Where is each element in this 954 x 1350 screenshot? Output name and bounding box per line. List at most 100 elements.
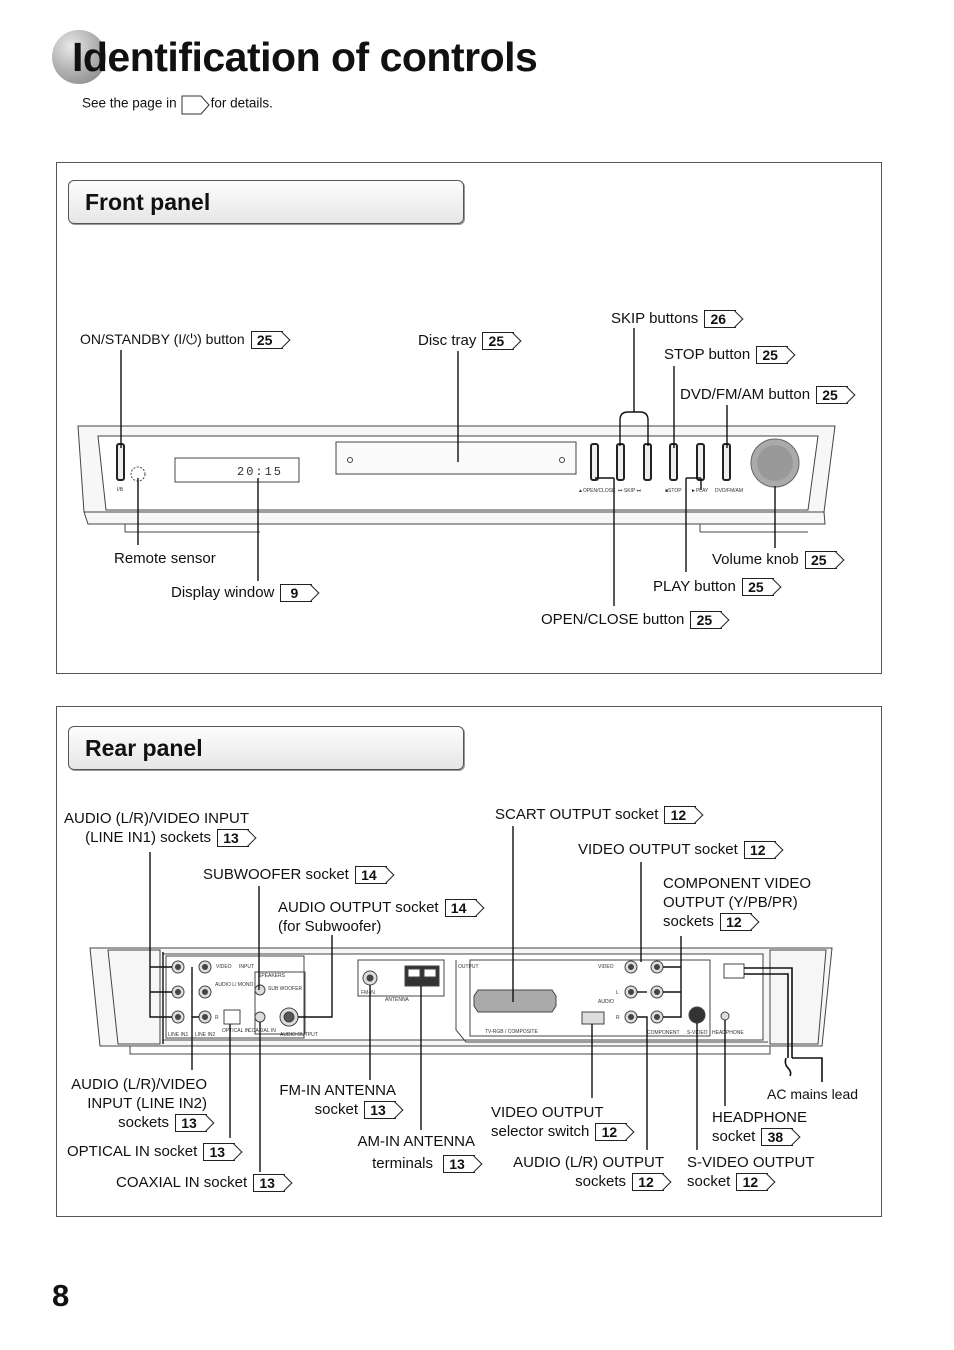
callout-text: Display window [171,584,275,601]
callout-line: sockets [575,1173,626,1190]
ac-cord-icon [744,967,823,1082]
callout-text: SKIP buttons [611,310,699,327]
open-close-device-label: ▲OPEN/CLOSE [578,488,616,494]
callout-line: socket [314,1101,358,1118]
callout-text: STOP button [664,346,751,363]
rear-panel-heading-box: Rear panel [68,726,464,770]
callout-ac-mains: AC mains lead [767,1085,858,1104]
page-ref[interactable]: 13 [253,1174,286,1192]
rear-headphone-label: HEADPHONE [712,1030,744,1036]
callout-text: ON/STANDBY (I/⏻) button [80,331,245,347]
page-ref[interactable]: 13 [443,1155,475,1173]
rear-input-label: INPUT [239,964,254,970]
page-ref[interactable]: 25 [741,578,774,596]
callout-line: OPTICAL IN socket [67,1143,198,1160]
standby-device-label: I/B [117,487,124,493]
page-ref[interactable]: 12 [736,1173,769,1191]
page-ref[interactable]: 14 [354,866,387,884]
callout-line: OUTPUT (Y/PB/PR) [663,894,798,911]
callout-text: Volume knob [712,551,799,568]
skip-device-label: ⏮ SKIP ⏭ [618,488,642,494]
callout-text: OPEN/CLOSE button [541,611,685,628]
rear-audio-output-label: AUDIO OUTPUT [280,1032,318,1038]
page-ref[interactable]: 12 [743,841,776,859]
callout-optical-in: OPTICAL IN socket 13 [67,1142,236,1161]
page-ref[interactable]: 25 [816,386,849,404]
page-ref[interactable]: 9 [280,584,313,602]
callout-line: sockets [663,913,714,930]
rear-coaxial-label: COAXIAL IN [248,1028,276,1034]
callout-video-output: VIDEO OUTPUT socket 12 [578,840,776,859]
page-ref[interactable]: 25 [804,551,837,569]
rear-leaders [149,826,726,1172]
callout-line: SUBWOOFER socket [203,866,349,883]
page-ref[interactable]: 12 [664,806,697,824]
callout-text: Disc tray [418,332,477,349]
callout-s-video: S-VIDEO OUTPUT socket 12 [687,1153,815,1191]
callout-line: INPUT (LINE IN2) [87,1095,207,1112]
rear-antenna-label: ANTENNA [385,997,410,1003]
page-ref[interactable]: 25 [756,346,789,364]
page-number: 8 [52,1278,70,1313]
rear-out-video-label: VIDEO [598,964,614,970]
stop-device-label: ■STOP [665,488,682,494]
page-ref[interactable]: 12 [595,1123,628,1141]
rear-line-in1-label: LINE IN1 [168,1032,189,1038]
callout-display-window: Display window 9 [171,583,313,602]
callout-audio-lr-output: AUDIO (L/R) OUTPUT sockets 12 [502,1153,664,1191]
callout-line: socket [687,1173,731,1190]
title-ornament [52,30,106,84]
page-ref[interactable]: 26 [704,310,737,328]
callout-line: AC mains lead [767,1086,859,1102]
front-panel-heading-box: Front panel [68,180,464,224]
page-ref[interactable]: 14 [444,899,477,917]
front-device [77,425,836,533]
callout-open-close: OPEN/CLOSE button 25 [541,610,723,629]
callout-subwoofer: SUBWOOFER socket 14 [203,865,387,884]
callout-line: VIDEO OUTPUT socket [578,841,738,858]
rear-tv-rgb-label: TV-RGB / COMPOSITE [485,1029,538,1035]
page-ref[interactable]: 13 [203,1143,236,1161]
page-ref[interactable]: 13 [175,1114,207,1132]
rear-out-audio-label: AUDIO [598,999,614,1005]
callout-line: COMPONENT VIDEO [663,875,812,892]
callout-line: terminals [372,1155,433,1172]
callout-line: HEADPHONE [712,1109,808,1126]
page-ref[interactable]: 25 [482,332,515,350]
page-ref[interactable]: 12 [632,1173,664,1191]
callout-line: AUDIO (L/R) OUTPUT [513,1154,664,1171]
play-device-label: ►PLAY [691,488,709,494]
callout-skip: SKIP buttons 26 [611,309,737,328]
rear-component-label: COMPONENT [647,1030,680,1036]
callout-line-in1: AUDIO (L/R)/VIDEO INPUT(LINE IN1) socket… [64,809,250,847]
callout-line: (LINE IN1) sockets [85,829,212,846]
callout-line: FM-IN ANTENNA [279,1082,396,1099]
callout-line: selector switch [491,1123,590,1140]
callout-scart: SCART OUTPUT socket 12 [495,805,697,824]
page-title: Identification of controls [72,34,538,80]
page-ref[interactable]: 12 [719,913,752,931]
rear-panel-section [56,706,882,1217]
page-ref[interactable]: 13 [217,829,250,847]
callout-component: COMPONENT VIDEO OUTPUT (Y/PB/PR) sockets 12 [663,874,811,931]
callout-line: SCART OUTPUT socket [495,806,659,823]
callout-line: VIDEO OUTPUT [491,1104,604,1121]
callout-video-selector: VIDEO OUTPUT selector switch 12 [491,1103,628,1141]
page-ref[interactable]: 38 [761,1128,794,1146]
page-ref[interactable]: 25 [690,611,723,629]
page-ref[interactable]: 25 [250,331,283,349]
page-ref[interactable]: 13 [364,1101,396,1119]
dvd-device-label: DVD/FM/AM [715,488,743,494]
front-leaders [120,328,776,606]
callout-line: S-VIDEO OUTPUT [687,1154,815,1171]
rear-out-r-label: R [616,1015,620,1021]
rear-speakers-label: SPEAKERS [258,973,286,979]
